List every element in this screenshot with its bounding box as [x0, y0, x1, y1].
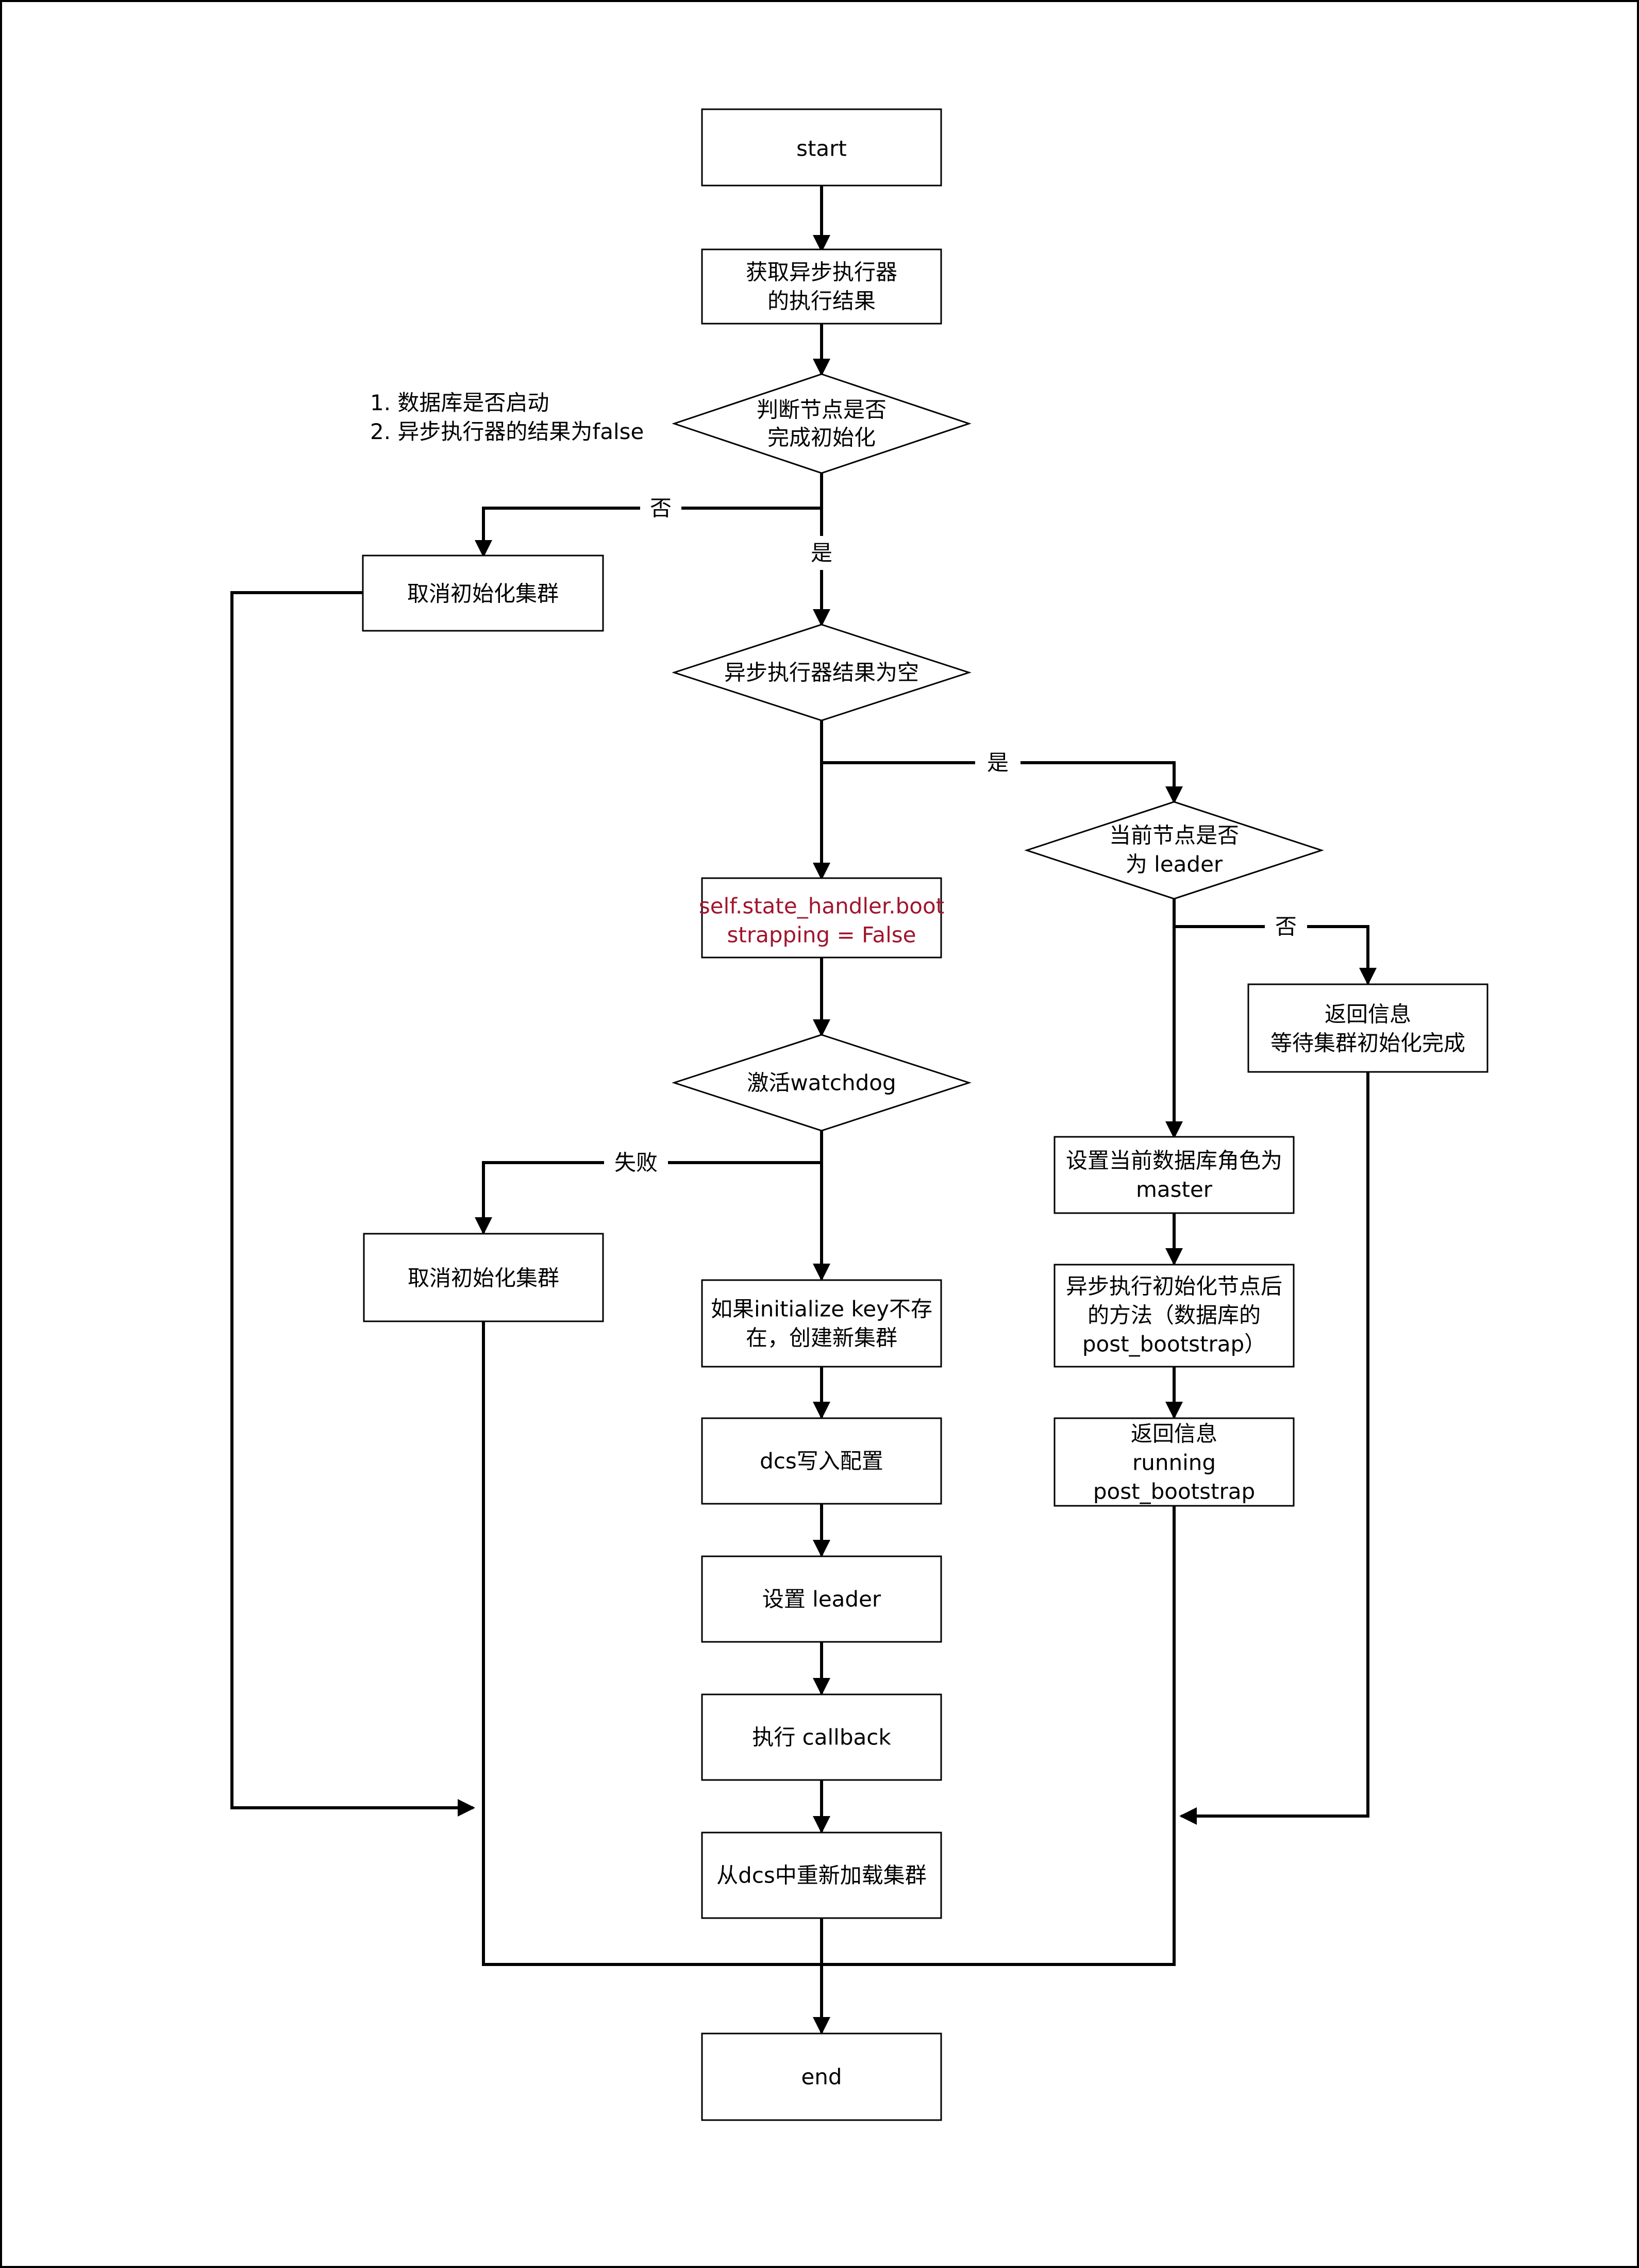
node-check-init-line-2: 完成初始化 — [767, 425, 876, 450]
edge-label-leader-no-text: 否 — [1275, 914, 1297, 939]
connectors — [230, 186, 1377, 2035]
node-create-cluster-line-1: 如果initialize key不存 — [711, 1297, 932, 1322]
node-set-leader-text: 设置 leader — [762, 1587, 881, 1612]
node-return-running-line-2: running — [1132, 1450, 1216, 1475]
node-cancel-init-2-text: 取消初始化集群 — [408, 1266, 559, 1291]
node-return-running-line-3: post_bootstrap — [1093, 1479, 1255, 1504]
node-set-master-line-2: master — [1136, 1177, 1213, 1202]
edge-label-check-no-text: 否 — [650, 496, 672, 521]
node-return-wait-line-1: 返回信息 — [1325, 1002, 1411, 1027]
edge-return-running-merge — [822, 1506, 1176, 1966]
node-dcs-write-text: dcs写入配置 — [760, 1449, 883, 1474]
node-set-master: 设置当前数据库角色为 master — [1053, 1136, 1295, 1214]
edge-label-empty-yes: 是 — [975, 747, 1021, 778]
node-cancel-init-1: 取消初始化集群 — [362, 555, 604, 632]
node-get-result-line-1: 获取异步执行器 — [746, 260, 897, 285]
node-is-leader-line-2: 为 leader — [1126, 852, 1223, 877]
edge-cancel-init-2-merge — [482, 1321, 822, 1966]
node-get-result-line-2: 的执行结果 — [767, 289, 876, 314]
edge-watchdog-fail — [475, 1131, 823, 1235]
node-get-result: 获取异步执行器 的执行结果 — [701, 248, 942, 325]
node-bootstrapping-line-2: strapping = False — [727, 922, 916, 948]
node-set-leader: 设置 leader — [701, 1555, 942, 1643]
node-post-bootstrap-line-2: 的方法（数据库的 — [1088, 1303, 1261, 1328]
edge-label-watchdog-fail: 失败 — [604, 1147, 668, 1178]
node-start: start — [701, 108, 942, 187]
node-return-running: 返回信息 running post_bootstrap — [1053, 1417, 1295, 1507]
node-activate-watchdog-text: 激活watchdog — [747, 1070, 896, 1096]
node-return-wait: 返回信息 等待集群初始化完成 — [1247, 983, 1489, 1073]
edge-label-empty-yes-text: 是 — [987, 750, 1009, 776]
note-line-2: 2. 异步执行器的结果为false — [370, 419, 644, 444]
node-is-leader: 当前节点是否 为 leader — [1024, 801, 1324, 900]
edge-label-leader-no: 否 — [1265, 911, 1307, 942]
note-line-1: 1. 数据库是否启动 — [370, 390, 549, 415]
node-reload-cluster-text: 从dcs中重新加载集群 — [716, 1863, 927, 1888]
node-return-wait-line-2: 等待集群初始化完成 — [1270, 1031, 1465, 1056]
edge-result-empty-yes — [822, 761, 1183, 804]
edge-return-wait-to-end — [1179, 1072, 1369, 1825]
node-post-bootstrap-line-1: 异步执行初始化节点后 — [1066, 1274, 1282, 1299]
node-bootstrapping-line-1: self.state_handler.boot — [699, 894, 944, 919]
edge-label-watchdog-fail-text: 失败 — [614, 1150, 658, 1175]
node-set-master-line-1: 设置当前数据库角色为 — [1066, 1148, 1282, 1173]
node-activate-watchdog: 激活watchdog — [672, 1034, 972, 1132]
node-end-text: end — [801, 2064, 842, 2090]
node-is-leader-line-1: 当前节点是否 — [1109, 823, 1239, 848]
node-cancel-init-2: 取消初始化集群 — [363, 1233, 604, 1322]
side-note: 1. 数据库是否启动 2. 异步执行器的结果为false — [370, 390, 644, 444]
node-return-running-line-1: 返回信息 — [1131, 1421, 1217, 1447]
node-result-empty: 异步执行器结果为空 — [672, 624, 972, 721]
node-post-bootstrap-line-3: post_bootstrap） — [1082, 1332, 1266, 1357]
node-bootstrapping: self.state_handler.boot strapping = Fals… — [699, 877, 944, 959]
node-dcs-write: dcs写入配置 — [701, 1417, 942, 1505]
node-cancel-init-1-text: 取消初始化集群 — [407, 581, 559, 607]
node-check-init: 判断节点是否 完成初始化 — [672, 373, 972, 474]
node-reload-cluster: 从dcs中重新加载集群 — [701, 1832, 942, 1919]
node-start-text: start — [796, 136, 847, 161]
node-end: end — [701, 2032, 942, 2121]
edge-label-check-yes: 是 — [802, 536, 841, 570]
node-check-init-line-1: 判断节点是否 — [757, 397, 887, 423]
node-post-bootstrap: 异步执行初始化节点后 的方法（数据库的 post_bootstrap） — [1053, 1264, 1295, 1368]
node-create-cluster: 如果initialize key不存 在，创建新集群 — [701, 1279, 942, 1368]
node-result-empty-text: 异步执行器结果为空 — [724, 660, 919, 685]
node-create-cluster-line-2: 在，创建新集群 — [746, 1325, 897, 1351]
edge-label-check-no: 否 — [640, 493, 681, 524]
edge-label-check-yes-text: 是 — [811, 541, 832, 566]
node-run-callback-text: 执行 callback — [752, 1725, 891, 1750]
edge-cancel-init-1-to-end — [230, 591, 475, 1817]
node-run-callback: 执行 callback — [701, 1693, 942, 1781]
